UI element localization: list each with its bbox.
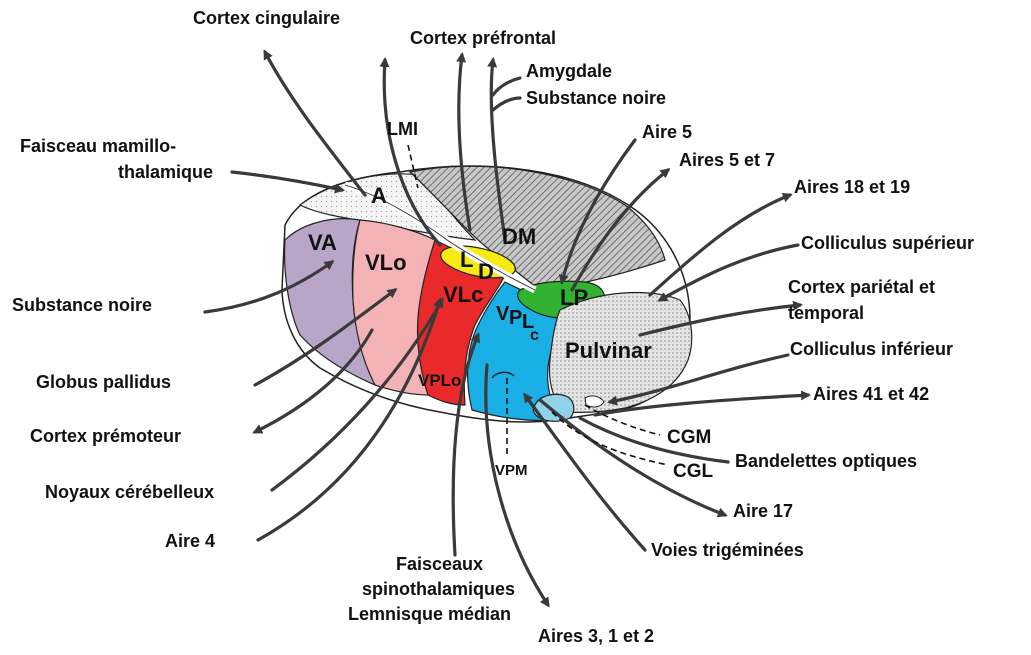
label-amygdale: Amygdale <box>526 61 612 81</box>
label-faisceau-line1: Faisceau mamillo- <box>20 136 176 156</box>
label-globus-pallidus: Globus pallidus <box>36 372 171 392</box>
nucleus-va-label: VA <box>308 230 337 255</box>
nucleus-lp-label: LP <box>560 285 588 310</box>
label-noyaux-cerebelleux: Noyaux cérébelleux <box>45 482 214 502</box>
label-faisceaux-line3: Lemnisque médian <box>348 604 511 624</box>
label-vpm: VPM <box>495 462 528 479</box>
nucleus-ld-label-l: L <box>460 247 473 272</box>
nucleus-vpl-label-p: P <box>509 307 522 329</box>
nucleus-vlo-label: VLo <box>365 250 407 275</box>
label-bandelettes: Bandelettes optiques <box>735 451 917 471</box>
label-lmi: LMI <box>387 119 418 139</box>
label-aire5: Aire 5 <box>642 122 692 142</box>
label-cortex-cingulaire: Cortex cingulaire <box>193 8 340 28</box>
label-substance-noire-top: Substance noire <box>526 88 666 108</box>
label-faisceaux-line2: spinothalamiques <box>362 579 515 599</box>
label-faisceaux-line1: Faisceaux <box>396 554 483 574</box>
label-voies-trigeminees: Voies trigéminées <box>651 540 804 560</box>
label-aire4: Aire 4 <box>165 531 215 551</box>
label-aires18et19: Aires 18 et 19 <box>794 177 910 197</box>
label-cortex-parietal-line1: Cortex pariétal et <box>788 277 935 297</box>
nucleus-dm-label: DM <box>502 224 536 249</box>
nucleus-pulvinar-label: Pulvinar <box>565 338 652 363</box>
label-aire17: Aire 17 <box>733 501 793 521</box>
label-colliculus-sup: Colliculus supérieur <box>801 233 974 253</box>
nucleus-vlc-label: VLc <box>443 282 483 307</box>
label-cortex-parietal-line2: temporal <box>788 303 864 323</box>
label-aires5et7: Aires 5 et 7 <box>679 150 775 170</box>
label-substance-noire-left: Substance noire <box>12 295 152 315</box>
nucleus-vplo-label: VPLo <box>418 371 461 390</box>
label-aires312: Aires 3, 1 et 2 <box>538 626 654 646</box>
label-colliculus-inf: Colliculus inférieur <box>790 339 953 359</box>
label-faisceau-line2: thalamique <box>118 162 213 182</box>
label-cgm: CGM <box>667 427 711 448</box>
label-cortex-prefrontal: Cortex préfrontal <box>410 28 556 48</box>
nucleus-vpl-label-v: V <box>496 303 510 325</box>
label-cgl: CGL <box>673 461 714 482</box>
nucleus-a-label: A <box>371 183 387 208</box>
nucleus-ld-label-d: D <box>478 259 494 284</box>
label-cortex-premoteur: Cortex prémoteur <box>30 426 181 446</box>
nucleus-vpl-label-c: c <box>530 327 539 344</box>
label-aires41et42: Aires 41 et 42 <box>813 384 929 404</box>
